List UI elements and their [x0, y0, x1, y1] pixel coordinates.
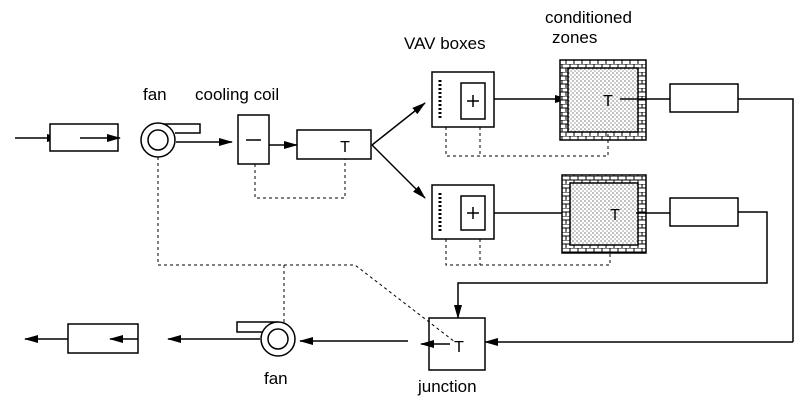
zone-upper — [559, 59, 647, 141]
label-conditioned: conditioned — [545, 8, 632, 27]
supply-fan-icon — [140, 122, 201, 158]
zone-control-lower — [445, 239, 611, 266]
zone-control-upper — [445, 127, 609, 157]
zone-thermostat-lower: T — [610, 207, 620, 224]
label-cooling-coil: cooling coil — [195, 85, 279, 104]
return-line-upper — [738, 98, 794, 342]
branch-arrow-lower — [371, 144, 426, 199]
label-junction: junction — [417, 377, 477, 396]
label-fan-bottom: fan — [264, 369, 288, 388]
fan-control-line — [157, 157, 456, 343]
label-vav-boxes: VAV boxes — [404, 34, 486, 53]
label-fan-top: fan — [143, 85, 167, 104]
return-line-lower — [454, 211, 768, 319]
control-signals — [157, 127, 611, 343]
zone-lower — [561, 174, 647, 254]
coil-control-line — [254, 159, 346, 199]
label-zones: zones — [552, 28, 597, 47]
zone-thermostat-upper: T — [603, 93, 613, 110]
junction-thermostat: T — [454, 339, 464, 356]
branch-arrow-upper — [371, 102, 426, 146]
supply-thermostat-symbol: T — [340, 139, 350, 156]
vav-reheat-lower — [460, 195, 486, 231]
supply-thermostat-box — [296, 129, 372, 160]
return-duct-upper — [669, 83, 739, 113]
return-fan-icon — [236, 321, 296, 357]
return-duct-lower — [669, 197, 739, 227]
junction-box — [428, 317, 486, 371]
